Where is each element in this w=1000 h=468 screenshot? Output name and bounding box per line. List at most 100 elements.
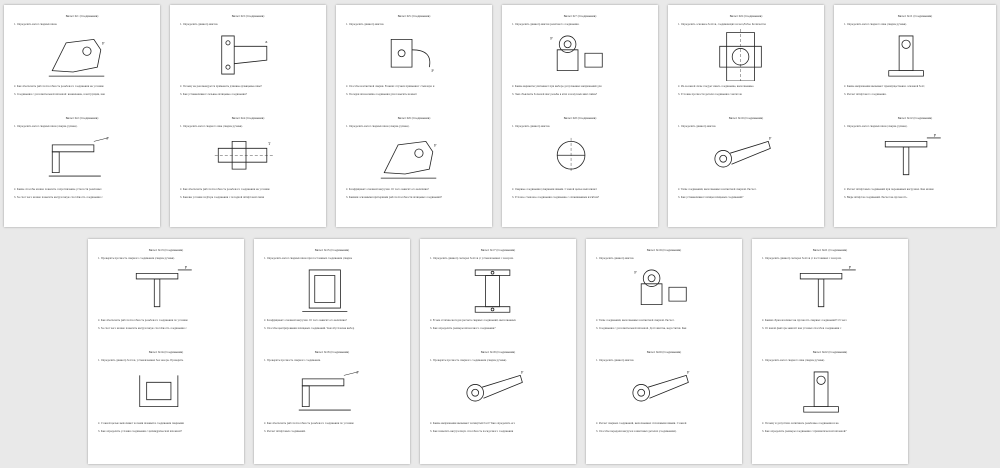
question-text: 3. Расчет штифтовых соединений.: [264, 430, 306, 433]
technical-drawing: F: [608, 370, 690, 417]
ticket-title: Билет №9 (Соединения): [729, 15, 763, 18]
question-text: 2. Сварные соединения (сварными швами. С…: [512, 188, 598, 191]
document-page[interactable]: Билет №13 (Соединения) 1. Проверить прочн…: [88, 239, 244, 464]
svg-text:F: F: [687, 370, 690, 374]
question-text: 1. Определить диаметр четырех болтов (с …: [762, 257, 842, 260]
ticket-title: Билет №10 (Соединения): [728, 117, 764, 120]
question-text: 3. От какой фактора зависит как угловых …: [762, 327, 842, 330]
technical-drawing: F: [774, 266, 882, 315]
technical-drawing: [110, 365, 218, 417]
svg-text:F: F: [849, 266, 852, 270]
question-text: 1. Определить катет сварных швов (сварка…: [14, 125, 78, 128]
question-text: 2. Типы соединений, выполненных контактн…: [678, 188, 757, 191]
question-text: 3. Каковы условия подбора соединения с п…: [180, 196, 265, 199]
technical-drawing: a: [192, 29, 267, 81]
question-text: 3. Соединения с дополнительной шпонкой. …: [596, 327, 687, 330]
technical-drawing: F: [358, 131, 437, 183]
question-text: 2. Как обеспечить работоспособность резь…: [264, 422, 354, 425]
question-text: 2. Как обеспечить работоспособность резь…: [180, 188, 270, 191]
svg-text:F: F: [185, 266, 188, 270]
ticket-title: Билет №22 (Соединения): [812, 351, 848, 354]
question-text: 2. Как обеспечить работоспособность резь…: [98, 319, 188, 322]
question-text: 2. Какие варианты учитывают при выборе д…: [512, 85, 602, 88]
question-text: 3. Условие прочности детали соединения с…: [678, 93, 743, 96]
question-text: 2. Коэффициент основной нагрузки. От чег…: [346, 188, 429, 191]
question-text: 1. Проверить прочность сварного соединен…: [430, 359, 507, 362]
technical-drawing: T: [192, 131, 300, 183]
question-text: 3. За счет чего можно повысить нагрузочн…: [14, 196, 103, 199]
ticket-title: Билет №6 (Соединения): [397, 117, 431, 120]
question-text: 1. Определить диаметр винтов.: [346, 23, 385, 26]
ticket-title: Билет №17 (Соединения): [480, 249, 516, 252]
question-text: 2. Как обеспечить работоспособность резь…: [14, 85, 104, 88]
question-text: 3. Как определить условия соединения с ц…: [98, 430, 182, 433]
technical-drawing: F: [690, 136, 772, 183]
question-text: 3. Как определить размеры соединения с п…: [762, 430, 847, 433]
question-text: 3. Как устанавливают сальные шлицевые со…: [180, 93, 247, 96]
question-text: 1. Определить диаметр винтов.: [596, 359, 635, 362]
document-page[interactable]: Билет №17 (Соединения)1. Определить диам…: [420, 239, 576, 464]
document-page[interactable]: Билет №1 (Соединения)1. Определить катет…: [4, 5, 160, 227]
technical-drawing: [856, 29, 970, 81]
question-text: 1. Определить катет сварных швов при пос…: [264, 257, 352, 260]
question-text: 3. Способы передачи нагрузок в винтовых …: [596, 430, 677, 433]
ticket-title: Билет №13 (Соединения): [148, 249, 184, 252]
question-text: 1. Определить диаметр винтов.: [596, 257, 635, 260]
svg-text:F: F: [634, 270, 637, 274]
document-page[interactable]: Билет №3 (Соединения) 1. Определить диаме…: [170, 5, 326, 227]
technical-drawing: [524, 131, 632, 183]
question-text: 1. Определить катет сварного шва (сварка…: [844, 23, 907, 26]
question-text: 2. Способы контактной сварки. В каких сл…: [346, 85, 435, 88]
question-text: 2. Из-за какой силы следует иметь соедин…: [678, 85, 754, 88]
question-text: 1. Проверить прочность сварного соединен…: [98, 257, 175, 260]
question-text: 3. За счет чего можно повысить нагрузочн…: [98, 327, 187, 330]
technical-drawing: [774, 365, 882, 417]
document-page[interactable]: Билет №15 (Соединения) 1. Определить кате…: [254, 239, 410, 464]
document-page[interactable]: Билет №7 (Соединения)1. Определить диаме…: [502, 5, 658, 227]
question-text: 1. Определить катет сварных швов (сварка…: [844, 125, 908, 128]
question-text: 1. Определить катет сварного шва (сварка…: [762, 359, 825, 362]
technical-drawing: [690, 29, 798, 81]
document-page[interactable]: Билет №19 (Соединения)1. Определить диам…: [586, 239, 742, 464]
technical-drawing: F: [26, 29, 105, 81]
question-text: 1. Определить основное болтов, соединяющ…: [678, 23, 767, 26]
technical-drawing: F: [26, 136, 109, 183]
question-text: 2. Расчет штифтовых соединений при перем…: [844, 188, 935, 191]
question-text: 2. Почему и допустимо затягивать резьбов…: [762, 422, 839, 425]
ticket-title: Билет №15 (Соединения): [314, 249, 350, 252]
svg-text:a: a: [265, 40, 267, 44]
svg-text:F: F: [102, 41, 105, 45]
question-text: 1. Определить катет сварных швов (сварка…: [346, 125, 410, 128]
technical-drawing: F: [442, 370, 524, 417]
document-page[interactable]: Билет №5 (Соединения) 1. Определить диаме…: [336, 5, 492, 227]
question-text: 3. Расчет штифтового соединения.: [844, 93, 887, 96]
ticket-title: Билет №16 (Соединения): [314, 351, 350, 354]
question-text: 1. Определить диаметр винтов.: [180, 23, 219, 26]
question-text: 1. Определить катет сварного шва (сварка…: [180, 125, 243, 128]
question-text: 1. Определить катет сварных швов.: [14, 23, 58, 26]
document-page[interactable]: Билет №9 (Соединения) 1. Определить основ…: [668, 5, 824, 227]
ticket-title: Билет №12 (Соединения): [897, 117, 933, 120]
question-text: 1. Определить диаметр винтов.: [678, 125, 717, 128]
question-text: 1. Определить диаметр винтов.: [512, 125, 551, 128]
question-text: 2. Типы соединений, выполненных контактн…: [596, 319, 675, 322]
document-page[interactable]: Билет №11 (Соединения)1. Определить кате…: [834, 5, 996, 227]
question-text: 1. Проверить прочность сварного соединен…: [264, 359, 321, 362]
technical-drawing: F: [276, 370, 359, 417]
question-text: 2. Коэффициент основной нагрузки. От чег…: [264, 319, 347, 322]
question-text: 3. Способы центрирования шлицевых соедин…: [264, 327, 355, 330]
question-text: 1. Определить диаметр винтов резьбового …: [512, 23, 580, 26]
ticket-title: Билет №20 (Соединения): [646, 351, 682, 354]
svg-text:F: F: [106, 136, 109, 140]
technical-drawing: [442, 263, 550, 315]
technical-drawing: F: [634, 263, 716, 315]
question-text: 1. Определить диаметр болтов, установлен…: [98, 359, 184, 362]
document-page[interactable]: Билет №21 (Соединения)1. Определить диам…: [752, 239, 908, 464]
question-text: 2. Какие напряжения вызывают преимуществ…: [844, 85, 926, 88]
ticket-title: Билет №3 (Соединения): [231, 15, 265, 18]
ticket-title: Билет №5 (Соединения): [397, 15, 431, 18]
ticket-title: Билет №4 (Соединения): [231, 117, 265, 120]
svg-text:T: T: [268, 142, 271, 146]
ticket-title: Билет №8 (Соединения): [563, 117, 597, 120]
svg-text:F: F: [431, 69, 434, 73]
